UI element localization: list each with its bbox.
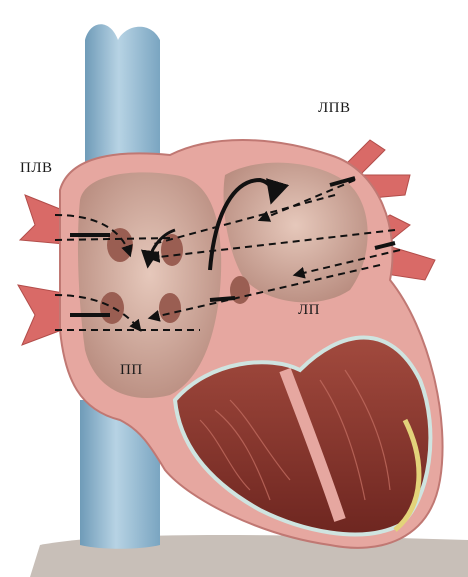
label-right-pulmonary-veins: ПЛВ <box>20 160 53 177</box>
label-right-atrium: ПП <box>120 362 143 379</box>
superior-vessel <box>85 24 160 175</box>
right-atrium-chamber <box>78 172 221 398</box>
label-left-pulmonary-veins: ЛПВ <box>318 100 351 117</box>
label-left-atrium: ЛП <box>298 302 320 319</box>
